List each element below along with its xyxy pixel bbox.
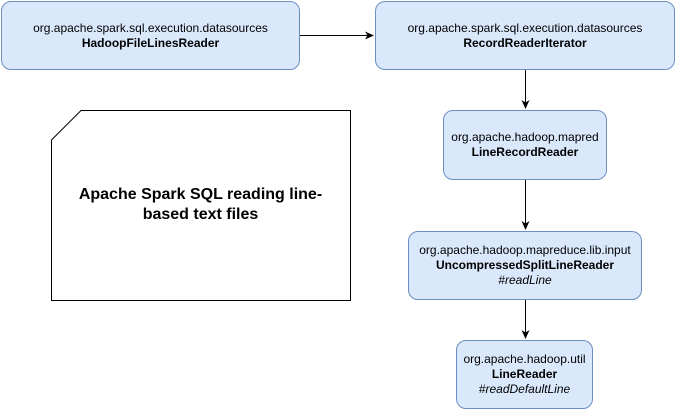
node-line-reader: org.apache.hadoop.util LineReader #readD…	[456, 340, 593, 409]
node-class-label: LineRecordReader	[471, 145, 579, 159]
node-class-label: LineReader	[491, 367, 558, 381]
node-line-record-reader: org.apache.hadoop.mapred LineRecordReade…	[443, 110, 607, 180]
node-class-label: RecordReaderIterator	[463, 35, 587, 50]
node-package-label: org.apache.hadoop.util	[463, 352, 586, 366]
node-method-label: #readLine	[498, 273, 552, 287]
note-shape	[51, 110, 351, 301]
node-class-label: HadoopFileLinesReader	[81, 35, 220, 50]
node-package-label: org.apache.hadoop.mapred	[451, 130, 599, 144]
node-package-label: org.apache.hadoop.mapreduce.lib.input	[419, 243, 631, 257]
node-uncompressed-split-line-reader: org.apache.hadoop.mapreduce.lib.input Un…	[408, 231, 642, 300]
node-method-label: #readDefaultLine	[478, 382, 571, 396]
node-package-label: org.apache.spark.sql.execution.datasourc…	[407, 20, 643, 35]
diagram-note-title: Apache Spark SQL reading line-based text…	[78, 186, 323, 223]
node-package-label: org.apache.spark.sql.execution.datasourc…	[33, 20, 268, 35]
node-record-reader-iterator: org.apache.spark.sql.execution.datasourc…	[375, 1, 675, 70]
node-class-label: UncompressedSplitLineReader	[435, 258, 615, 272]
node-hadoop-file-lines-reader: org.apache.spark.sql.execution.datasourc…	[1, 1, 300, 70]
